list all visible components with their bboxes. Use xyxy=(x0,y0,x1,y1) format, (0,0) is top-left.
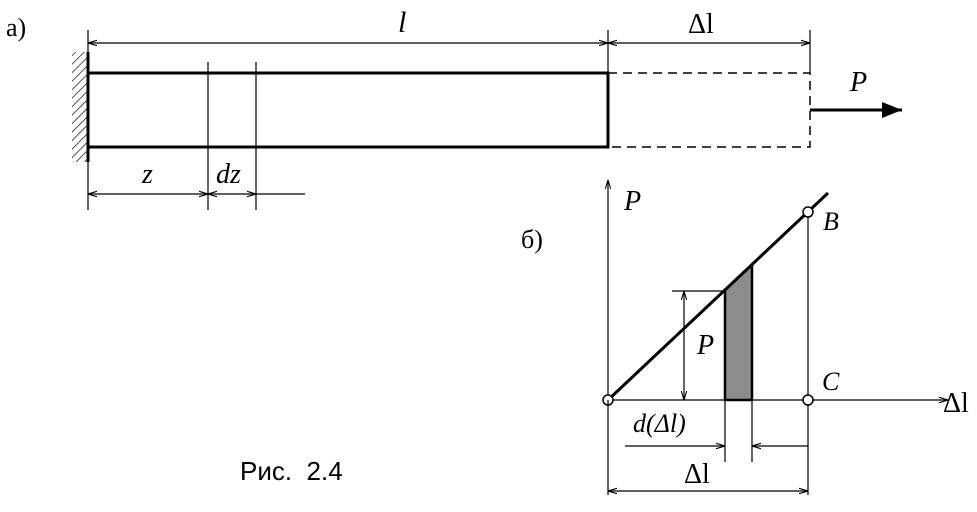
force-label: P xyxy=(849,67,867,98)
point-c xyxy=(802,394,814,406)
d-delta-label: d(Δl) xyxy=(633,409,686,438)
point-b-label: B xyxy=(823,207,839,236)
dz-label: dz xyxy=(216,159,241,190)
figure-caption: Рис. 2.4 xyxy=(240,456,343,486)
x-axis-label: Δl xyxy=(943,388,969,419)
part-a: а) P l Δl z dz xyxy=(6,6,902,210)
point-b xyxy=(802,206,814,218)
bottom-delta-label: Δl xyxy=(684,459,710,490)
elongation-label: Δl xyxy=(688,9,714,40)
z-label: z xyxy=(141,159,153,190)
load-line xyxy=(606,191,830,402)
rod xyxy=(86,71,610,149)
part-b: б) P Δl P B C d(Δl) Δl xyxy=(521,180,969,495)
rod-elongation-dashed xyxy=(608,72,811,148)
part-a-label: а) xyxy=(6,13,26,42)
wall-hatching xyxy=(72,52,88,162)
inner-p-label: P xyxy=(696,330,714,361)
point-c-label: C xyxy=(822,367,840,396)
part-b-label: б) xyxy=(521,225,543,254)
y-axis-label: P xyxy=(623,186,641,217)
length-label: l xyxy=(398,6,406,39)
